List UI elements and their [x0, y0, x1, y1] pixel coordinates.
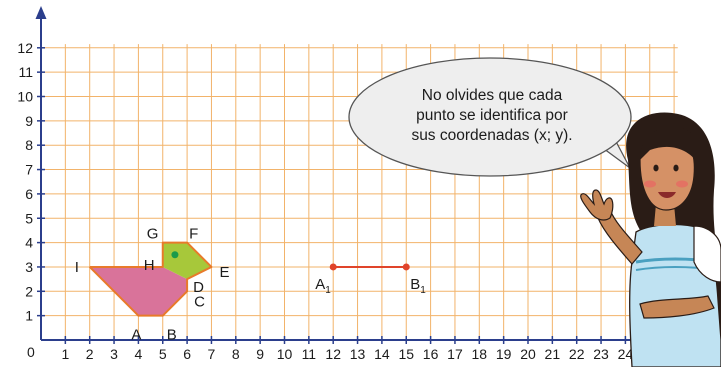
- x-tick-label: 19: [496, 346, 512, 362]
- speech-line-2: punto se identifica por: [416, 107, 568, 124]
- vertex-label-g: G: [147, 226, 159, 243]
- vertex-label-h: H: [144, 257, 155, 274]
- x-tick-label: 21: [545, 346, 561, 362]
- y-tick-label: 3: [25, 259, 33, 275]
- point-a1-subscript: 1: [325, 285, 331, 296]
- y-tick-label: 6: [25, 186, 33, 202]
- x-tick-label: 5: [159, 346, 167, 362]
- point-a1: [329, 263, 337, 271]
- speech-bubble: No olvides que cada punto se identifica …: [348, 57, 632, 177]
- duck-shape: [88, 241, 213, 317]
- sleeve: [693, 225, 721, 283]
- x-tick-label: 14: [374, 346, 390, 362]
- x-tick-label: 13: [350, 346, 366, 362]
- x-tick-labels: 1234567891011121314151617181920212223242…: [61, 346, 682, 362]
- vertex-label-i: I: [75, 259, 79, 276]
- x-tick-label: 24: [618, 346, 634, 362]
- vertex-label-f: F: [189, 226, 198, 243]
- hand: [580, 189, 614, 221]
- x-tick-label: 1: [61, 346, 69, 362]
- x-tick-label: 3: [110, 346, 118, 362]
- vertex-label-a: A: [131, 327, 141, 344]
- right-eye: [673, 164, 679, 172]
- duck-outline: [88, 241, 213, 317]
- vertex-label-d: D: [193, 279, 204, 296]
- x-tick-label: 7: [208, 346, 216, 362]
- x-tick-label: 18: [472, 346, 488, 362]
- speech-bubble-body: [348, 57, 632, 177]
- x-tick-label: 8: [232, 346, 240, 362]
- point-a1-letter: A: [315, 276, 325, 293]
- left-cheek: [644, 180, 656, 188]
- x-tick-label: 20: [520, 346, 536, 362]
- segment-a1-b1: A1 B1: [315, 263, 426, 296]
- left-eye: [653, 164, 659, 172]
- y-tick-label: 9: [25, 113, 33, 129]
- y-tick-label: 8: [25, 137, 33, 153]
- point-b1-subscript: 1: [420, 285, 426, 296]
- y-tick-label: 4: [25, 235, 33, 251]
- y-tick-label: 5: [25, 210, 33, 226]
- lower-arm: [639, 295, 715, 319]
- x-tick-label: 12: [325, 346, 341, 362]
- x-tick-label: 2: [86, 346, 94, 362]
- point-a1-label: A1: [315, 276, 331, 296]
- x-tick-label: 17: [447, 346, 463, 362]
- vertex-label-b: B: [167, 327, 177, 344]
- speech-line-3: sus coordenadas (x; y).: [411, 127, 572, 144]
- right-cheek: [676, 180, 688, 188]
- y-axis-arrow: [35, 6, 47, 19]
- vertex-label-e: E: [219, 264, 229, 281]
- origin-label: 0: [27, 344, 35, 360]
- x-tick-label: 10: [277, 346, 293, 362]
- y-tick-label: 1: [25, 308, 33, 324]
- point-b1-label: B1: [410, 276, 426, 296]
- speech-bubble-join: [597, 132, 613, 143]
- x-tick-label: 22: [569, 346, 585, 362]
- point-b1-letter: B: [410, 276, 420, 293]
- vertex-label-c: C: [194, 293, 205, 310]
- x-tick-label: 23: [593, 346, 609, 362]
- x-tick-label: 11: [302, 346, 317, 362]
- bangs: [640, 126, 702, 166]
- x-tick-label: 9: [256, 346, 264, 362]
- duck-eye: [171, 251, 179, 259]
- point-b1: [402, 263, 410, 271]
- y-tick-label: 11: [18, 64, 33, 80]
- y-tick-label: 7: [25, 162, 33, 178]
- y-tick-label: 2: [25, 283, 33, 299]
- y-tick-label: 10: [17, 89, 33, 105]
- x-tick-label: 4: [135, 346, 143, 362]
- girl-illustration: [580, 112, 721, 368]
- x-tick-label: 16: [423, 346, 439, 362]
- y-tick-label: 12: [17, 40, 33, 56]
- speech-line-1: No olvides que cada: [422, 87, 563, 104]
- x-tick-label: 15: [398, 346, 414, 362]
- mouth: [658, 192, 676, 198]
- duck-body: [89, 266, 188, 316]
- x-tick-label: 6: [183, 346, 191, 362]
